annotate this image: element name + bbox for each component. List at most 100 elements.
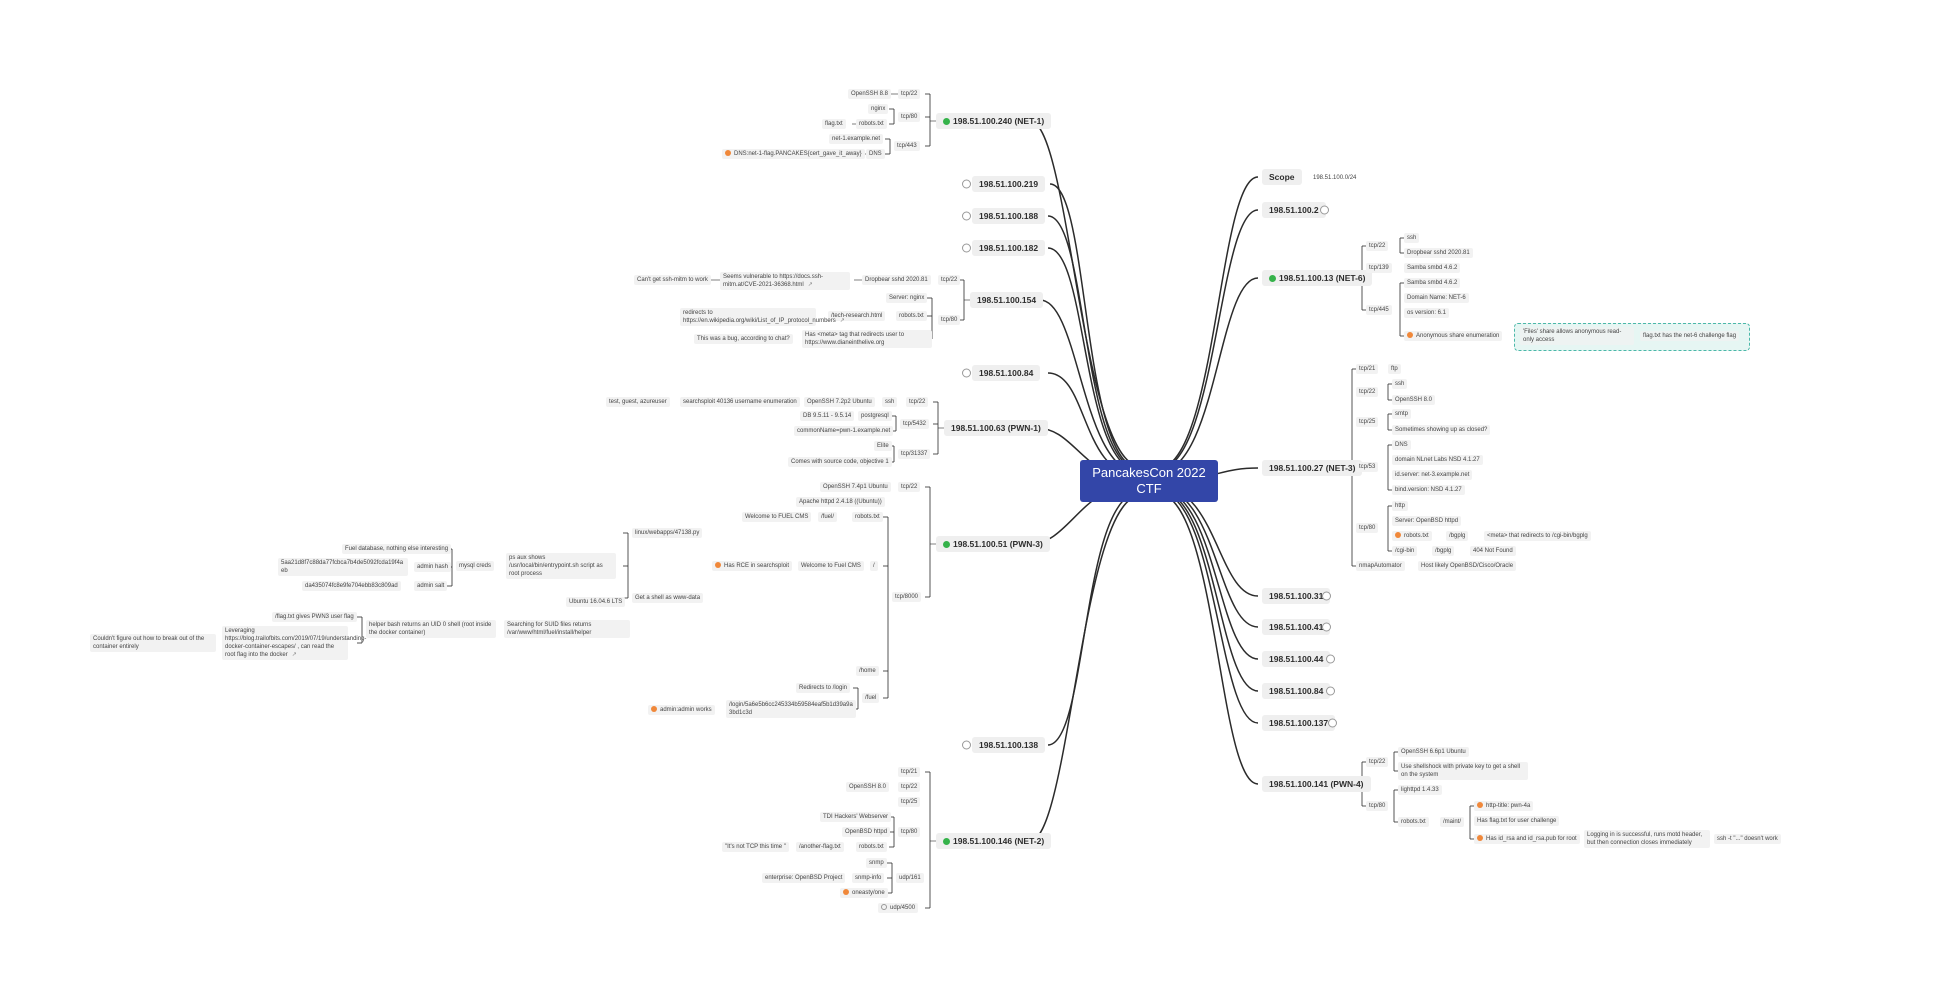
external-link-icon[interactable]: ↗: [807, 282, 813, 288]
root-topic[interactable]: PancakesCon 2022 CTF: [1080, 460, 1218, 502]
host-198-51-100-84-right[interactable]: 198.51.100.84: [1262, 683, 1331, 699]
detail-node[interactable]: Dropbear sshd 2020.81: [1404, 248, 1473, 258]
detail-node[interactable]: ftp: [1388, 364, 1401, 374]
detail-node[interactable]: /bgplg: [1432, 546, 1455, 556]
detail-node[interactable]: nginx: [868, 104, 889, 114]
detail-node[interactable]: http: [1392, 501, 1409, 511]
flag-node[interactable]: Has id_rsa and id_rsa.pub for root: [1474, 834, 1580, 844]
host-198-51-100-240[interactable]: 198.51.100.240 (NET-1): [936, 113, 1052, 129]
collapse-icon[interactable]: [881, 904, 887, 911]
detail-node[interactable]: Can't get ssh-mitm to work: [634, 275, 711, 285]
detail-node[interactable]: os version: 6.1: [1404, 308, 1450, 318]
detail-node[interactable]: /fuel: [862, 693, 880, 703]
collapse-icon[interactable]: [962, 740, 971, 750]
detail-node[interactable]: Has <meta> tag that redirects user to ht…: [802, 330, 932, 348]
detail-node[interactable]: admin hash: [414, 562, 452, 572]
port-node[interactable]: tcp/80: [1356, 523, 1379, 533]
detail-node[interactable]: /bgplg: [1446, 531, 1469, 541]
flag-node[interactable]: Anonymous share enumeration: [1404, 331, 1503, 341]
detail-node[interactable]: 'Files' share allows anonymous read-only…: [1520, 327, 1634, 345]
port-node[interactable]: tcp/5432: [900, 419, 930, 429]
detail-node[interactable]: /login/5a6e5b6cc245334b59584eaf5b1d39a9a…: [726, 700, 856, 718]
collapse-icon[interactable]: [1328, 718, 1337, 728]
detail-node[interactable]: /home: [856, 666, 879, 676]
detail-node[interactable]: Searching for SUID files returns /var/ww…: [504, 620, 630, 638]
detail-node[interactable]: /flag.txt gives PWN3 user flag: [272, 612, 357, 622]
detail-node[interactable]: Ubuntu 16.04.6 LTS: [566, 597, 626, 607]
host-198-51-100-188[interactable]: 198.51.100.188: [972, 208, 1046, 224]
detail-node[interactable]: OpenSSH 7.4p1 Ubuntu: [820, 482, 891, 492]
detail-node[interactable]: lighttpd 1.4.33: [1398, 785, 1442, 795]
detail-node[interactable]: id.server: net-3.example.net: [1392, 470, 1473, 480]
external-link-icon[interactable]: ↗: [839, 318, 845, 324]
collapse-icon[interactable]: [1322, 622, 1331, 632]
port-node[interactable]: tcp/22: [1366, 241, 1389, 251]
port-node[interactable]: tcp/53: [1356, 462, 1379, 472]
host-198-51-100-84[interactable]: 198.51.100.84: [972, 365, 1041, 381]
detail-node[interactable]: test, guest, azureuser: [606, 397, 670, 407]
detail-node[interactable]: DNS: [866, 149, 885, 159]
port-node[interactable]: tcp/139: [1366, 263, 1392, 273]
detail-node[interactable]: postgresql: [858, 411, 892, 421]
host-198-51-100-154[interactable]: 198.51.100.154: [970, 292, 1044, 308]
collapse-icon[interactable]: [1326, 654, 1335, 664]
port-node[interactable]: udp/4500: [878, 903, 919, 913]
detail-node[interactable]: linux/webapps/47138.py: [632, 528, 703, 538]
detail-node[interactable]: bind.version: NSD 4.1.27: [1392, 485, 1465, 495]
detail-node[interactable]: OpenBSD httpd: [842, 827, 891, 837]
detail-node[interactable]: /cgi-bin: [1392, 546, 1418, 556]
detail-node[interactable]: Logging in is successful, runs motd head…: [1584, 830, 1710, 848]
detail-node[interactable]: Elite: [874, 441, 892, 451]
host-198-51-100-182[interactable]: 198.51.100.182: [972, 240, 1046, 256]
detail-node[interactable]: /maint/: [1440, 817, 1465, 827]
detail-node[interactable]: DNS: [1392, 440, 1411, 450]
detail-node[interactable]: 404 Not Found: [1470, 546, 1516, 556]
port-node[interactable]: tcp/25: [898, 797, 921, 807]
detail-node[interactable]: OpenSSH 8.0: [1392, 395, 1436, 405]
host-198-51-100-146[interactable]: 198.51.100.146 (NET-2): [936, 833, 1052, 849]
port-node[interactable]: tcp/22: [898, 482, 921, 492]
flag-node[interactable]: Has RCE in searchsploit: [712, 561, 793, 571]
detail-node[interactable]: Apache httpd 2.4.18 ((Ubuntu)): [796, 497, 885, 507]
detail-node[interactable]: /fuel/: [818, 512, 838, 522]
port-node[interactable]: tcp/80: [898, 827, 921, 837]
detail-node[interactable]: OpenSSH 6.6p1 Ubuntu: [1398, 747, 1469, 757]
detail-node[interactable]: Samba smbd 4.6.2: [1404, 263, 1461, 273]
detail-node[interactable]: 5aa21d8f7c88da77fcbca7b4de5092fcda19f4ae…: [278, 558, 408, 576]
detail-node[interactable]: snmp-info: [852, 873, 885, 883]
detail-node[interactable]: Fuel database, nothing else interesting: [342, 544, 452, 554]
host-198-51-100-63[interactable]: 198.51.100.63 (PWN-1): [944, 420, 1048, 436]
detail-node[interactable]: robots.txt: [856, 842, 887, 852]
port-node[interactable]: tcp/25: [1356, 417, 1379, 427]
collapse-icon[interactable]: [1326, 686, 1335, 696]
detail-node[interactable]: Get a shell as www-data: [632, 593, 704, 603]
collapse-icon[interactable]: [962, 243, 971, 253]
port-node[interactable]: tcp/80: [938, 315, 961, 325]
detail-node[interactable]: ssh -t "..." doesn't work: [1714, 834, 1781, 844]
detail-node[interactable]: /tech-research.html: [828, 311, 886, 321]
detail-node[interactable]: commonName=pwn-1.example.net: [794, 426, 894, 436]
detail-node[interactable]: Domain Name: NET-6: [1404, 293, 1469, 303]
detail-node[interactable]: admin salt: [414, 581, 448, 591]
detail-node[interactable]: Couldn't figure out how to break out of …: [90, 634, 216, 652]
host-198-51-100-51[interactable]: 198.51.100.51 (PWN-3): [936, 536, 1050, 552]
detail-node[interactable]: robots.txt: [896, 311, 927, 321]
collapse-icon[interactable]: [962, 368, 971, 378]
detail-node[interactable]: Sometimes showing up as closed?: [1392, 425, 1491, 435]
detail-node[interactable]: /: [870, 561, 878, 571]
detail-node[interactable]: OpenSSH 7.2p2 Ubuntu: [804, 397, 875, 407]
detail-node[interactable]: ssh: [1392, 379, 1408, 389]
detail-node[interactable]: domain NLnet Labs NSD 4.1.27: [1392, 455, 1483, 465]
detail-node[interactable]: TDI Hackers' Webserver: [820, 812, 892, 822]
scope-node[interactable]: Scope: [1262, 169, 1302, 185]
detail-node[interactable]: Comes with source code, objective 1: [788, 457, 892, 467]
host-198-51-100-44[interactable]: 198.51.100.44: [1262, 651, 1331, 667]
detail-node[interactable]: mysql creds: [456, 561, 495, 571]
detail-node[interactable]: Host likely OpenBSD/Cisco/Oracle: [1418, 561, 1517, 571]
flag-node[interactable]: http-title: pwn-4a: [1474, 801, 1534, 811]
detail-node[interactable]: nmapAutomator: [1356, 561, 1405, 571]
detail-node[interactable]: snmp: [866, 858, 887, 868]
port-node[interactable]: tcp/8000: [892, 592, 922, 602]
detail-node[interactable]: searchsploit 40136 username enumeration: [680, 397, 800, 407]
detail-node[interactable]: enterprise: OpenBSD Project: [762, 873, 846, 883]
